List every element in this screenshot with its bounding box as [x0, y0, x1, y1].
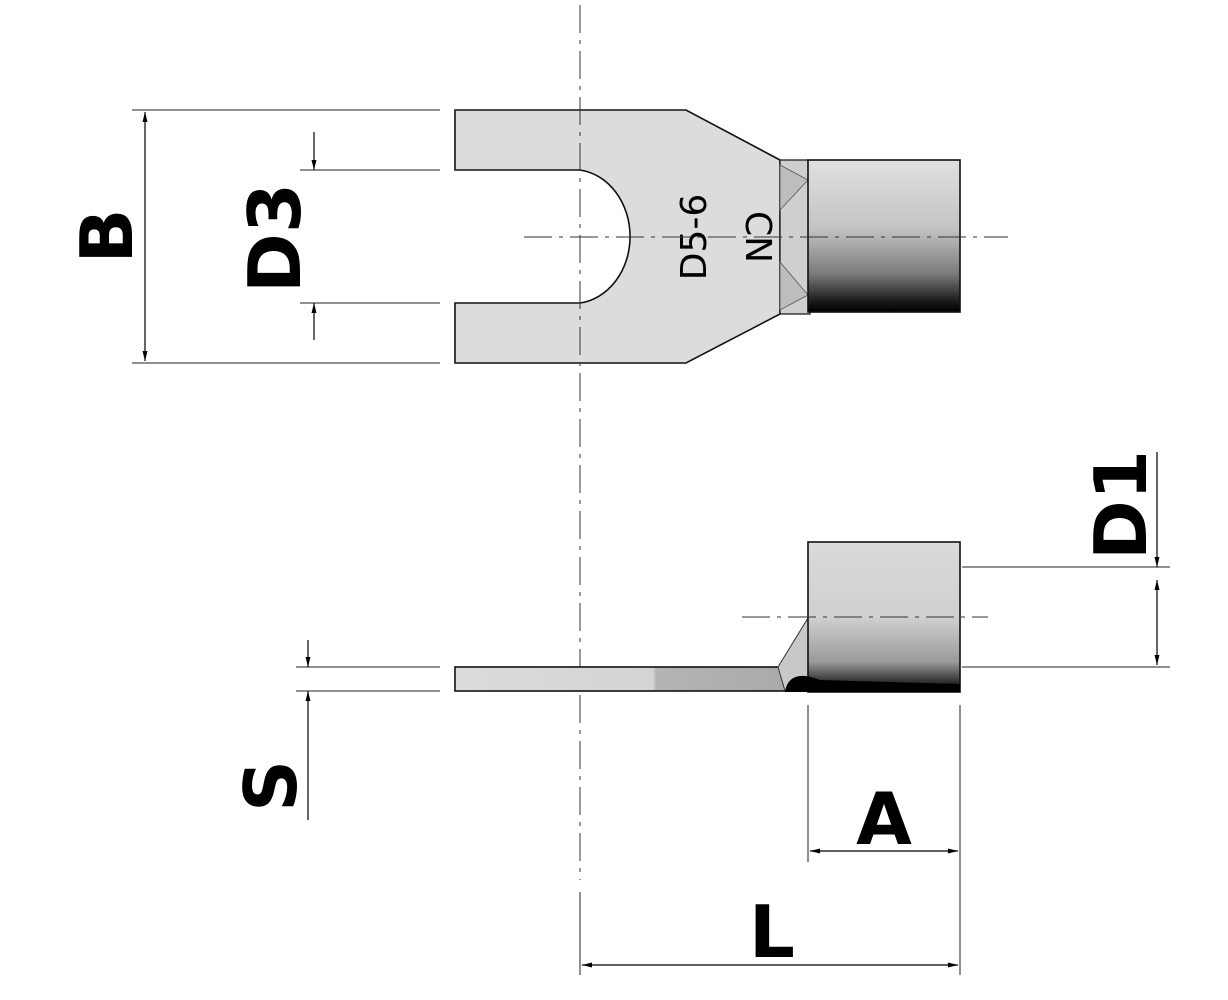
dimension-b: B: [65, 109, 440, 364]
barrel-shadow: [785, 675, 960, 692]
dimension-l: L: [579, 890, 958, 975]
tongue-side: [454, 666, 786, 692]
barrel-top: [807, 159, 961, 313]
label-d3: D3: [233, 183, 317, 293]
fork-tongue: [454, 109, 781, 364]
label-l: L: [749, 890, 795, 974]
label-d1: D1: [1079, 450, 1163, 560]
dimension-d1: D1: [962, 450, 1170, 668]
dimension-s: S: [229, 640, 440, 820]
label-b: B: [65, 209, 149, 264]
label-a: A: [856, 777, 912, 861]
crimp-notch-top: [779, 164, 809, 212]
top-view: D5-6 CN: [454, 109, 1008, 364]
crimp-notch-bottom: [779, 260, 809, 311]
dimension-d3: D3: [233, 132, 440, 340]
dimension-a: A: [807, 705, 961, 975]
label-s: S: [229, 760, 313, 812]
side-view: [454, 541, 988, 693]
